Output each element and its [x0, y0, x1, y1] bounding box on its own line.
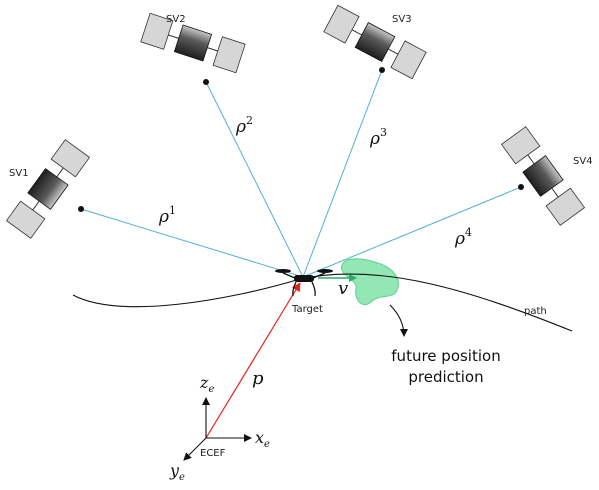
solar-panel: [5, 200, 46, 239]
x-axis-base: x: [255, 428, 264, 447]
rho1-sup: 1: [169, 204, 176, 217]
satellite-sv4: [500, 126, 586, 226]
z-axis-sub: e: [208, 384, 214, 395]
antenna-dot-sv3: [379, 67, 385, 73]
target-label: Target: [291, 304, 323, 315]
prediction-pointer: [389, 304, 408, 337]
range-line-3: [302, 69, 383, 278]
rho4-label: ρ4: [454, 226, 472, 249]
ecef-frame: [183, 397, 252, 461]
rho3-label: ρ3: [369, 126, 387, 149]
solar-panel: [212, 36, 246, 74]
position-label: p: [252, 368, 264, 389]
rho2-base: ρ: [235, 117, 246, 137]
satellite-sv2: [140, 12, 246, 74]
rho1-base: ρ: [158, 207, 169, 227]
rho2-sup: 2: [246, 114, 253, 127]
antenna-dot-sv2: [203, 79, 209, 85]
position-vector: [205, 282, 301, 439]
drone-icon: [275, 269, 333, 297]
x-axis-label: xe: [255, 428, 270, 450]
path-curve: [72, 273, 573, 332]
panel-strut: [32, 200, 40, 211]
antenna-dot-sv4: [518, 184, 524, 190]
drone-arm: [282, 272, 296, 279]
velocity-label: v: [338, 278, 348, 299]
panel-strut: [168, 34, 179, 39]
rotor: [275, 269, 291, 273]
solar-panel: [500, 126, 541, 165]
panel-strut: [351, 29, 362, 36]
panel-strut: [56, 167, 64, 178]
z-axis-label: ze: [199, 373, 214, 395]
solar-panel: [545, 187, 586, 226]
prediction-caption-line2: prediction: [408, 368, 483, 386]
rho4-base: ρ: [454, 229, 465, 249]
drone-arm: [312, 272, 326, 279]
solar-panel: [323, 4, 360, 44]
ecef-label: ECEF: [200, 448, 226, 459]
range-line-1: [80, 208, 304, 278]
prediction-region: [341, 258, 399, 306]
rho3-sup: 3: [380, 126, 387, 139]
range-line-2: [205, 81, 304, 278]
solar-panel: [50, 139, 91, 178]
satellite-sv1: [5, 139, 91, 239]
sv2-label: SV2: [166, 14, 186, 25]
panel-strut: [551, 187, 559, 198]
range-line-4: [302, 186, 522, 278]
satellite-body: [27, 168, 69, 210]
drone-body: [294, 275, 314, 282]
antenna-dot-sv1: [78, 206, 84, 212]
prediction-caption-line1: future position: [391, 347, 500, 365]
panel-strut: [207, 47, 218, 52]
satellite-body: [354, 22, 396, 62]
satellite-sv3: [323, 4, 427, 80]
rotor: [317, 269, 333, 273]
rho1-label: ρ1: [158, 204, 176, 227]
sv1-label: SV1: [9, 168, 29, 179]
landing-leg: [292, 281, 297, 297]
rho4-sup: 4: [465, 226, 472, 239]
y-axis-base: y: [169, 461, 180, 480]
solar-panel: [390, 40, 427, 80]
z-axis-base: z: [199, 373, 209, 392]
panel-strut: [388, 48, 399, 55]
sv3-label: SV3: [392, 14, 412, 25]
landing-leg: [311, 281, 316, 297]
rho2-label: ρ2: [235, 114, 253, 137]
x-axis-sub: e: [264, 439, 270, 450]
y-axis: [183, 437, 207, 461]
y-axis-sub: e: [179, 472, 185, 483]
y-axis-label: ye: [169, 461, 185, 483]
rho3-base: ρ: [369, 129, 380, 149]
sv4-label: SV4: [573, 156, 593, 167]
panel-strut: [527, 154, 535, 165]
path-label: path: [524, 306, 547, 317]
satellite-body: [522, 155, 564, 197]
satellite-body: [173, 24, 213, 62]
